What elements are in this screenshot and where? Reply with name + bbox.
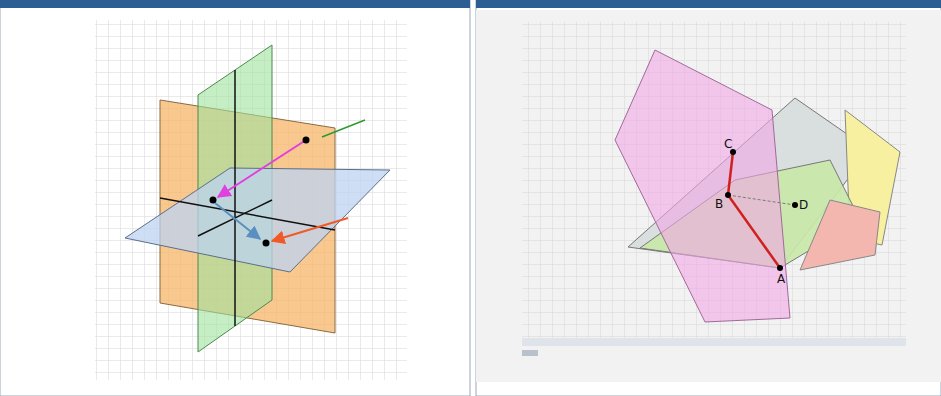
point-label: D (799, 199, 808, 211)
point-label: C (724, 138, 732, 150)
point-label: B (715, 198, 723, 210)
point-label: A (777, 273, 785, 285)
